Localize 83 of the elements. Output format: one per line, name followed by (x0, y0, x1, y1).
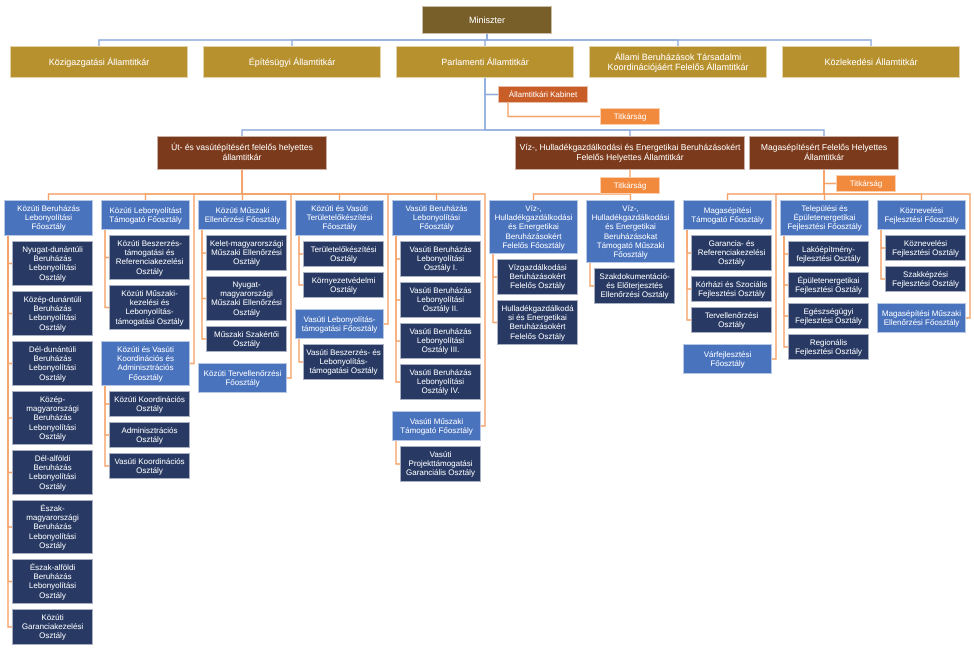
unit-box: Dél-alföldi Beruházás Lebonyolítási Osztály (12, 450, 93, 495)
unit-box: Közép-dunántúli Beruházás Lebonyolítási Osztály (12, 291, 93, 336)
state-secretary-box: Közigazgatási Államtitkár (10, 46, 188, 78)
department-box: Magasépítési Műszaki Ellenőrzési Főosztály (877, 303, 966, 333)
connector-line (507, 103, 600, 118)
department-box: Vasúti Lebonyolítás-támogatási Főosztály (295, 309, 384, 339)
unit-box: Közúti Koordinációs Osztály (109, 391, 190, 418)
department-box: Közúti Műszaki Ellenőrzési Főosztály (198, 200, 287, 230)
unit-box: Épületenergetikai Fejlesztési Osztály (788, 272, 869, 298)
unit-box: Dél-dunántúli Beruházás Lebonyolítási Osztály (12, 341, 93, 386)
unit-box: Vasúti Beruházás Lebonyolítási Osztály I. (400, 241, 481, 277)
connector-line (104, 230, 109, 308)
unit-box: Vízgazdálkodási Beruházásokért Felelős Osztály (497, 259, 578, 295)
connector-line (823, 170, 971, 319)
unit-box: Garancia- és Referenciakezelési Osztály (691, 235, 772, 271)
unit-box: Területelőkészítési Osztály (303, 241, 384, 268)
connector-line (486, 34, 872, 46)
connector-line (686, 230, 691, 321)
unit-box: Vasúti Beruházás Lebonyolítási Osztály III. (400, 323, 481, 359)
department-box: Vasúti Beruházás Lebonyolítási Főosztály (392, 200, 481, 236)
unit-box: Észak-magyarországi Beruházás Lebonyolítási Osztály (12, 500, 93, 554)
department-box: Víz-, Hulladékgazdálkodási és Energetikai Beruházásokat Támogató Műszaki Főosztály (586, 200, 675, 264)
unit-box: Regionális Fejlesztési Osztály (788, 334, 869, 360)
department-box: Magasépítési Támogató Főosztály (683, 200, 772, 230)
minister-box: Miniszter (422, 6, 552, 34)
department-box: Közúti és Vasúti Területelőkészítési Főosztály (295, 200, 384, 236)
unit-box: Környezetvédelmi Osztály (303, 272, 384, 298)
unit-box: Nyugat-dunántúli Beruházás Lebonyolítási Osztály (12, 241, 93, 286)
unit-box: Vasúti Projekttámogatási Garanciális Osztály (400, 446, 481, 482)
unit-box: Közúti Beszerzés-támogatási és Referenciakezelési Osztály (109, 235, 190, 280)
department-box: Közúti Tervellenőrzési Főosztály (198, 363, 287, 393)
unit-box: Egészségügyi Fejlesztési Osztály (788, 303, 869, 330)
department-box: Vasúti Műszaki Támogató Főosztály (392, 411, 481, 441)
unit-box: Szakképzési Fejlesztési Osztály (885, 266, 966, 292)
connector-line (532, 193, 631, 200)
unit-box: Műszaki Szakértői Osztály (206, 326, 287, 352)
cabinet-box: Államtitkári Kabinet (498, 86, 588, 104)
connector-line (395, 236, 400, 383)
connector-line (492, 254, 497, 324)
unit-box: Vasúti Beruházás Lebonyolítási Osztály IV. (400, 364, 481, 400)
unit-box: Lakóépítmény-fejlesztési Osztály (788, 241, 869, 268)
secretariat-box: Titkárság (836, 175, 896, 192)
unit-box: Szakdokumentáció- és Előterjesztés Ellenőrzési Osztály (594, 268, 675, 304)
department-box: Köznevelési Fejlesztési Főosztály (877, 200, 966, 230)
connector-line (395, 441, 400, 465)
connector-line (7, 236, 12, 628)
connector-line (104, 386, 109, 467)
unit-box: Tervellenőrzési Osztály (691, 307, 772, 334)
deputy-state-secretary-box: Víz-, Hulladékgazdálkodási és Energetikai Beruházásokért Felelős Helyettes Államtitkár (515, 136, 745, 170)
department-box: Víz-, Hulladékgazdálkodási és Energetikai Beruházásokért Felelős Főosztály (489, 200, 578, 254)
connector-line (201, 230, 206, 340)
unit-box: Vasúti Koordinációs Osztály (109, 453, 190, 480)
unit-box: Nyugat-magyarországi Műszaki Ellenőrzési Osztály (206, 276, 287, 321)
unit-box: Kórházi és Szociális Fejlesztési Osztály (691, 276, 772, 302)
connector-line (880, 230, 885, 280)
department-box: Várfejlesztési Főosztály (683, 344, 772, 374)
unit-box: Adminisztrációs Osztály (109, 422, 190, 448)
secretariat-box: Titkárság (600, 177, 660, 194)
connector-line (783, 236, 788, 348)
unit-box: Vasúti Beszerzés- és Lebonyolítás-támogatási Osztály (303, 344, 384, 380)
connector-line (484, 78, 825, 136)
state-secretary-box: Állami Beruházások Társadalmi Koordinációjáért Felelős Államtitkár (589, 46, 767, 78)
unit-box: Közúti Garanciakezelési Osztály (12, 609, 93, 645)
connector-line (589, 263, 594, 287)
department-box: Települési és Épületenergetikai Fejlesztési Főosztály (780, 200, 869, 236)
unit-box: Hulladékgazdálkodási és Energetikai Beruházásokért Felelős Osztály (497, 300, 578, 345)
state-secretary-box: Közlekedési Államtitkár (782, 46, 960, 78)
unit-box: Kelet-magyarországi Műszaki Ellenőrzési Osztály (206, 235, 287, 271)
deputy-state-secretary-box: Út- és vasútépítésért felelős helyettes államtitkár (157, 136, 327, 170)
department-box: Közúti Lebonyolítást Támogató Főosztály (101, 200, 190, 230)
unit-box: Észak-alföldi Beruházás Lebonyolítási Osztály (12, 559, 93, 604)
unit-box: Közúti Műszaki-kezelési és Lebonyolítás-támogatási Osztály (109, 285, 190, 330)
connector-line (298, 339, 303, 363)
deputy-state-secretary-box: Magasépítésért Felelős Helyettes Államtitkár (749, 136, 899, 170)
unit-box: Köznevelési Fejlesztési Osztály (885, 235, 966, 262)
state-secretary-box: Parlamenti Államtitkár (396, 46, 574, 78)
unit-box: Vasúti Beruházás Lebonyolítási Osztály II. (400, 282, 481, 318)
connector-line (298, 236, 303, 286)
department-box: Közúti Beruházás Lebonyolítási Főosztály (4, 200, 93, 236)
unit-box: Közép-magyarországi Beruházás Lebonyolítási Osztály (12, 391, 93, 445)
secretariat-box: Titkárság (600, 108, 660, 126)
department-box: Közúti és Vasúti Koordinációs és Adminisztrációs Főosztály (101, 341, 190, 386)
state-secretary-box: Építésügyi Államtitkár (203, 46, 381, 78)
